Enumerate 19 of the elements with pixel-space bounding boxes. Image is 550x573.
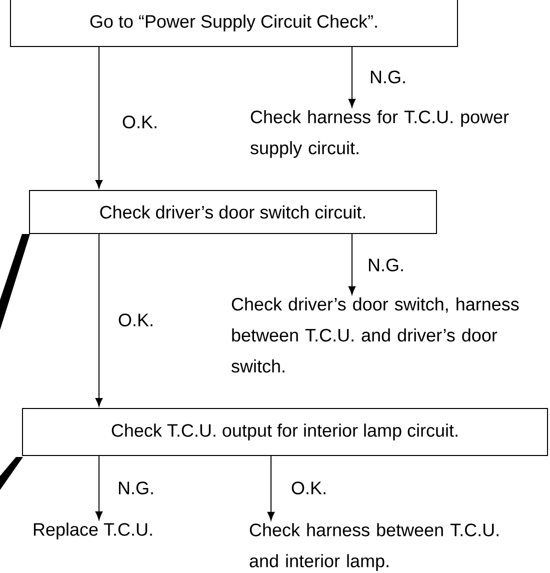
arrow — [267, 456, 275, 520]
action-text: Check harness for T.C.U. power supply circuit. — [250, 110, 509, 158]
edge-label: N.G. — [366, 258, 406, 272]
edge-label: N.G. — [368, 70, 408, 84]
edge-label: O.K. — [121, 114, 159, 130]
arrow — [95, 234, 103, 407]
process-box: Go to “Power Supply Circuit Check”. — [10, 0, 458, 47]
action-text: Check driver’s door switch, harness between T.C.U. and driver’s door switch. — [232, 297, 519, 373]
arrow — [348, 46, 356, 108]
edge-label: O.K. — [117, 312, 155, 328]
process-box: Check T.C.U. output for interior lamp circuit. — [22, 408, 548, 456]
process-box: Check driver’s door switch circuit. — [29, 190, 437, 234]
edge-label: O.K. — [290, 480, 328, 496]
arrow — [95, 46, 103, 189]
action-text: Replace T.C.U. — [34, 522, 152, 540]
arrow — [95, 456, 103, 520]
action-text: Check harness between T.C.U. and interior lamp. — [250, 523, 498, 571]
arrow — [348, 234, 356, 295]
edge-label: N.G. — [116, 480, 156, 496]
